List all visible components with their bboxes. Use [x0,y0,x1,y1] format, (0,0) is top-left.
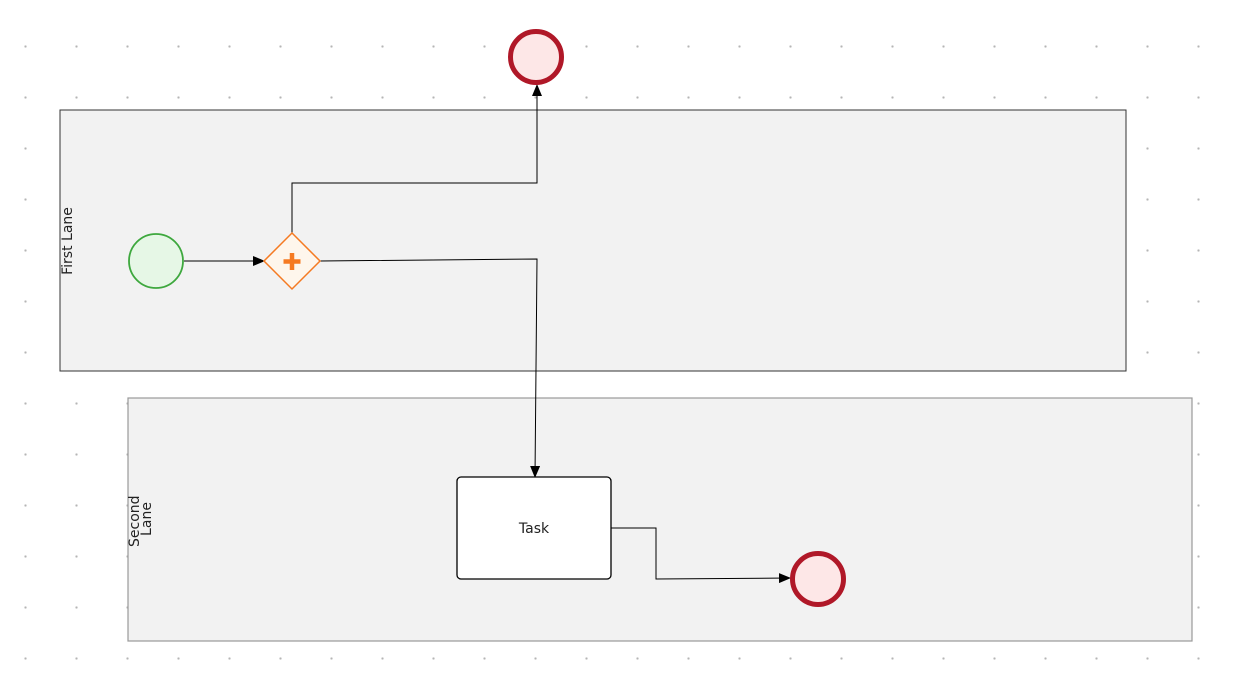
end-event-top[interactable] [508,29,564,85]
task-box[interactable] [456,476,612,580]
lane-first-label: First Lane [60,207,76,275]
lane-second-body[interactable] [127,397,1193,642]
flow-gateway-to-task[interactable] [319,258,541,478]
lane-second[interactable]: Second Lane [127,397,1193,642]
flow-gateway-to-top-end[interactable] [291,84,542,234]
flow-task-to-bottom-end[interactable] [611,527,791,584]
parallel-gateway-plus-icon [283,253,301,270]
lane-first[interactable]: First Lane [59,109,1127,372]
end-event-bottom[interactable] [790,551,846,607]
lane-first-body[interactable] [59,109,1127,372]
task-label: Task [518,521,550,537]
lane-second-label: Second Lane [127,491,155,547]
start-event[interactable] [128,233,184,289]
parallel-gateway[interactable] [262,231,322,291]
task[interactable]: Task [456,476,612,580]
